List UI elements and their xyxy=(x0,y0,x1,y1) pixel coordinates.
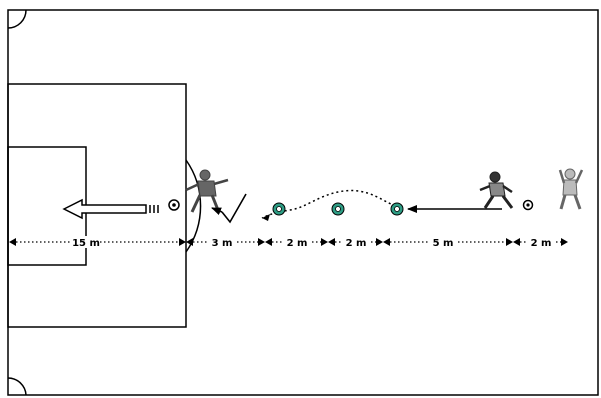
distance-label: 2 m xyxy=(531,238,552,249)
dribble-path-arrow-icon xyxy=(262,214,270,221)
cone-icon xyxy=(272,202,286,216)
waiting-player-icon xyxy=(558,168,584,210)
distance-segment: 15 m xyxy=(9,236,186,249)
cone-icon xyxy=(390,202,404,216)
distance-segment: 3 m xyxy=(186,236,265,249)
distance-label: 3 m xyxy=(212,238,233,249)
corner-arc-bottom xyxy=(7,377,27,396)
distance-segment: 2 m xyxy=(513,236,568,249)
shooting-player-icon xyxy=(185,169,229,213)
distance-segment: 2 m xyxy=(265,236,328,249)
corner-arc-top xyxy=(7,9,27,29)
cone-icon xyxy=(331,202,345,216)
distance-label: 5 m xyxy=(433,238,454,249)
distance-label: 2 m xyxy=(287,238,308,249)
shot-arrow-icon xyxy=(62,198,159,220)
ball-icon xyxy=(168,199,180,211)
check-move-line xyxy=(221,193,247,224)
distance-segment: 5 m xyxy=(383,236,513,249)
check-move-arrow-icon xyxy=(211,207,223,216)
ball-icon xyxy=(522,199,534,211)
dribbling-player-icon xyxy=(479,171,514,209)
distance-segment: 2 m xyxy=(328,236,383,249)
distance-label: 2 m xyxy=(346,238,367,249)
distance-row: 15 m 3 m 2 m 2 m xyxy=(9,236,568,249)
distance-label: 15 m xyxy=(72,238,100,249)
